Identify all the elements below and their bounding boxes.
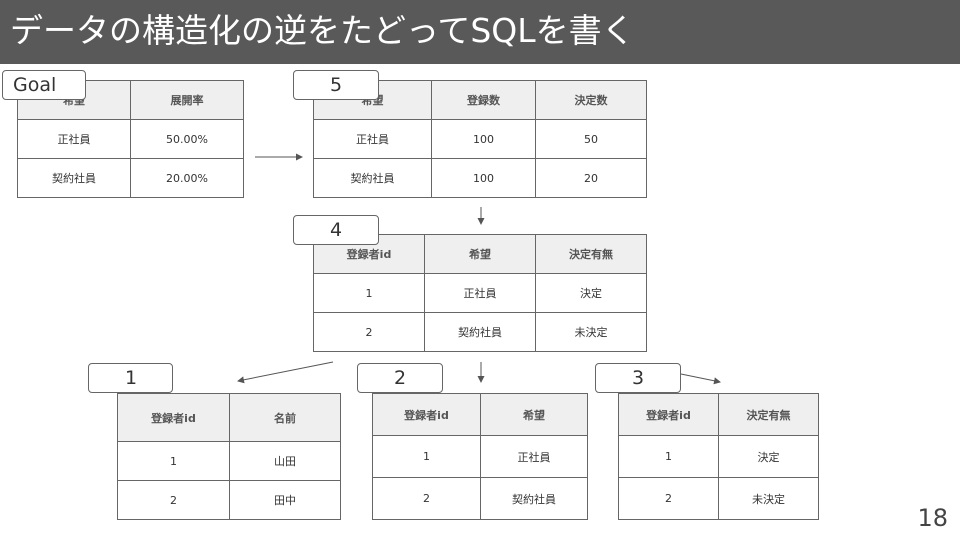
table-cell: 田中 — [229, 480, 341, 520]
table-1: 登録者id 名前 1 山田 2 田中 — [117, 393, 341, 520]
table-cell: 決定 — [718, 435, 819, 478]
table-cell: 契約社員 — [313, 158, 432, 198]
table-cell: 100 — [431, 158, 536, 198]
table-row: 2 田中 — [117, 480, 341, 520]
page-number: 18 — [917, 504, 948, 532]
table-4: 登録者id 希望 決定有無 1 正社員 決定 2 契約社員 未決定 — [313, 234, 647, 352]
column-header: 決定有無 — [535, 234, 647, 274]
step-5-tag: 5 — [293, 70, 379, 100]
title-bar: データの構造化の逆をたどってSQLを書く — [0, 0, 960, 64]
step-3-tag: 3 — [595, 363, 681, 393]
table-cell: 1 — [618, 435, 719, 478]
table-2: 登録者id 希望 1 正社員 2 契約社員 — [372, 393, 588, 520]
step-4-tag: 4 — [293, 215, 379, 245]
table-cell: 20 — [535, 158, 647, 198]
column-header: 登録者id — [372, 393, 481, 436]
table-cell: 2 — [117, 480, 230, 520]
table-cell: 1 — [313, 273, 425, 313]
column-header: 展開率 — [130, 80, 244, 120]
table-row: 1 正社員 決定 — [313, 273, 647, 313]
table-cell: 契約社員 — [17, 158, 131, 198]
column-header: 希望 — [424, 234, 536, 274]
table-cell: 50.00% — [130, 119, 244, 159]
table-cell: 1 — [372, 435, 481, 478]
table-cell: 20.00% — [130, 158, 244, 198]
table-row: 2 未決定 — [618, 477, 819, 520]
table-cell: 山田 — [229, 441, 341, 481]
table-cell: 2 — [618, 477, 719, 520]
step-1-tag: 1 — [88, 363, 173, 393]
column-header: 登録者id — [117, 393, 230, 442]
table-row: 契約社員 100 20 — [313, 158, 647, 198]
table-cell: 未決定 — [718, 477, 819, 520]
table-cell: 50 — [535, 119, 647, 159]
table-row: 契約社員 20.00% — [17, 158, 244, 198]
table-cell: 1 — [117, 441, 230, 481]
table-row: 正社員 100 50 — [313, 119, 647, 159]
arrow-4-to-3 — [680, 373, 721, 385]
column-header: 登録者id — [618, 393, 719, 436]
column-header: 決定数 — [535, 80, 647, 120]
table-cell: 決定 — [535, 273, 647, 313]
column-header: 登録数 — [431, 80, 536, 120]
table-row: 1 山田 — [117, 441, 341, 481]
table-3: 登録者id 決定有無 1 決定 2 未決定 — [618, 393, 819, 520]
goal-tag: Goal — [2, 70, 86, 100]
table-cell: 契約社員 — [480, 477, 588, 520]
table-row: 2 契約社員 未決定 — [313, 312, 647, 352]
table-cell: 正社員 — [313, 119, 432, 159]
step-2-tag: 2 — [357, 363, 443, 393]
slide-title: データの構造化の逆をたどってSQLを書く — [10, 11, 635, 50]
table-cell: 2 — [372, 477, 481, 520]
table-row: 1 正社員 — [372, 435, 588, 478]
table-cell: 未決定 — [535, 312, 647, 352]
table-cell: 100 — [431, 119, 536, 159]
table-row: 1 決定 — [618, 435, 819, 478]
table-cell: 契約社員 — [424, 312, 536, 352]
table-row: 2 契約社員 — [372, 477, 588, 520]
table-5: 希望 登録数 決定数 正社員 100 50 契約社員 100 20 — [313, 80, 647, 198]
column-header: 希望 — [480, 393, 588, 436]
column-header: 決定有無 — [718, 393, 819, 436]
table-row: 正社員 50.00% — [17, 119, 244, 159]
table-cell: 2 — [313, 312, 425, 352]
table-cell: 正社員 — [424, 273, 536, 313]
goal-table: 希望 展開率 正社員 50.00% 契約社員 20.00% — [17, 80, 244, 198]
column-header: 名前 — [229, 393, 341, 442]
table-cell: 正社員 — [480, 435, 588, 478]
table-cell: 正社員 — [17, 119, 131, 159]
arrow-4-to-1 — [237, 361, 334, 384]
